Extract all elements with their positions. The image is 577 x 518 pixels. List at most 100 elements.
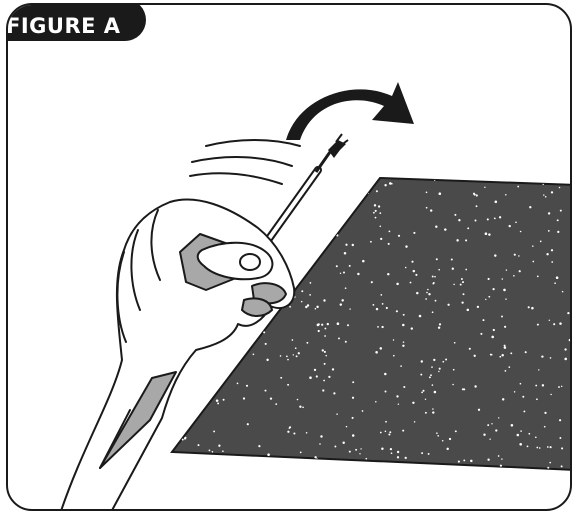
surface-dot: [516, 433, 520, 437]
surface-dot: [435, 225, 438, 228]
surface-dot: [321, 206, 323, 209]
surface-dot: [286, 260, 289, 263]
surface-dot: [207, 349, 211, 352]
surface-dot: [288, 179, 290, 182]
surface-dot: [412, 401, 415, 404]
surface-dot: [453, 283, 455, 286]
surface-dot: [536, 398, 538, 401]
surface-dot: [456, 239, 459, 242]
surface-dot: [255, 208, 258, 211]
surface-dot: [313, 209, 316, 211]
surface-dot: [431, 275, 434, 278]
surface-dot: [326, 208, 328, 211]
surface-dot: [438, 370, 440, 373]
surface-dot: [461, 388, 464, 391]
surface-dot: [293, 432, 296, 435]
surface-dot: [504, 370, 507, 372]
surface-dot: [342, 271, 346, 274]
surface-dot: [559, 209, 562, 212]
surface-dot: [574, 431, 576, 433]
surface-dot: [536, 323, 539, 326]
surface-dot: [549, 461, 552, 464]
surface-dot: [541, 384, 545, 387]
surface-dot: [235, 456, 238, 459]
surface-dot: [218, 444, 221, 447]
surface-dot: [286, 355, 288, 358]
surface-dot: [432, 411, 435, 414]
surface-dot: [404, 266, 407, 269]
surface-dot: [505, 194, 507, 196]
figure-label: FIGURE A: [6, 14, 121, 38]
surface-dot: [531, 306, 534, 310]
surface-dot: [571, 221, 573, 223]
surface-dot: [538, 369, 540, 371]
surface-dot: [521, 179, 524, 182]
surface-dot: [226, 364, 229, 367]
surface-dot: [546, 446, 549, 448]
surface-dot: [421, 452, 424, 455]
surface-dot: [299, 451, 302, 454]
surface-dot: [425, 191, 428, 194]
surface-dot: [485, 298, 487, 301]
surface-dot: [554, 282, 556, 285]
surface-dot: [257, 204, 260, 208]
surface-dot: [519, 230, 522, 233]
surface-dot: [372, 303, 375, 306]
surface-dot: [558, 186, 561, 189]
surface-dot: [550, 191, 554, 194]
surface-dot: [370, 240, 372, 243]
surface-dot: [335, 265, 338, 268]
surface-dot: [518, 270, 521, 273]
surface-dot: [400, 365, 402, 367]
surface-dot: [436, 432, 438, 434]
surface-dot: [380, 294, 383, 296]
surface-dot: [495, 429, 498, 432]
surface-dot: [252, 353, 255, 356]
surface-dot: [488, 233, 491, 236]
surface-dot: [452, 383, 454, 386]
surface-dot: [192, 463, 195, 465]
surface-dot: [341, 299, 344, 302]
surface-dot: [299, 405, 302, 408]
surface-dot: [308, 208, 311, 211]
surface-dot: [377, 205, 381, 208]
surface-dot: [269, 397, 273, 400]
surface-dot: [314, 456, 317, 459]
surface-dot: [526, 445, 529, 448]
surface-dot: [193, 379, 196, 383]
surface-dot: [379, 431, 382, 434]
surface-dot: [184, 378, 188, 382]
surface-dot: [488, 295, 491, 298]
surface-dot: [206, 464, 209, 467]
surface-dot: [266, 358, 269, 362]
surface-dot: [344, 340, 347, 343]
surface-dot: [504, 325, 507, 328]
hand-icon: [59, 198, 296, 509]
surface-dot: [424, 411, 427, 414]
surface-dot: [288, 464, 290, 467]
surface-dot: [267, 453, 270, 456]
surface-dot: [314, 307, 317, 310]
surface-dot: [262, 463, 265, 466]
surface-dot: [484, 232, 488, 235]
surface-dot: [389, 447, 393, 451]
surface-dot: [538, 447, 541, 449]
surface-dot: [355, 448, 358, 451]
surface-dot: [222, 398, 225, 401]
surface-dot: [255, 333, 258, 336]
surface-dot: [503, 344, 506, 347]
surface-dot: [402, 323, 405, 327]
surface-dot: [454, 430, 457, 433]
surface-dot: [389, 182, 392, 185]
surface-dot: [513, 275, 515, 277]
surface-dot: [515, 221, 517, 224]
surface-dot: [197, 444, 200, 447]
surface-dot: [249, 342, 252, 345]
surface-dot: [375, 307, 379, 311]
surface-dot: [467, 227, 470, 230]
surface-dot: [351, 243, 355, 247]
surface-dot: [482, 319, 485, 322]
surface-dot: [287, 430, 290, 433]
surface-dot: [518, 255, 520, 257]
surface-dot: [303, 213, 306, 216]
